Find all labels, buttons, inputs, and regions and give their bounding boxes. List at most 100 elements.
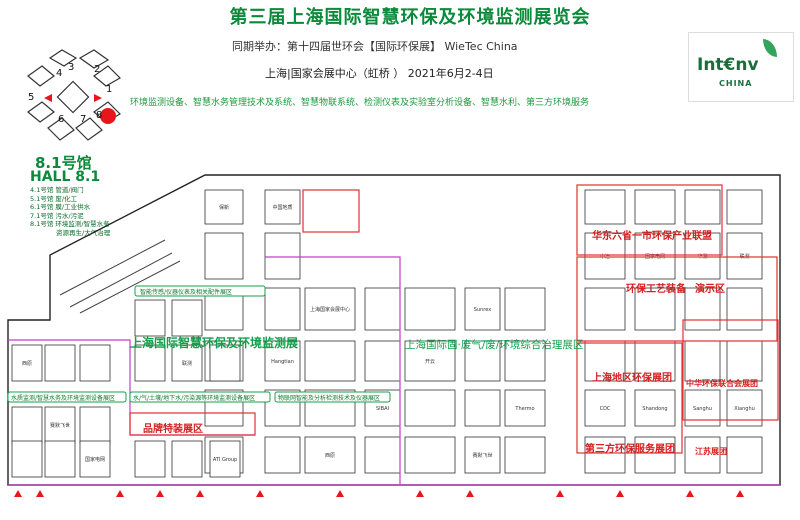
- legend-item: 4.1号馆 管道/阀门: [30, 186, 84, 194]
- jiangsu-label: 江苏展团: [695, 447, 727, 456]
- east-china-box: [576, 184, 723, 256]
- booth: [304, 436, 356, 474]
- booth-grid: 保新Polarized中国地质Hangtian上海国家会展中心西原SIBAI开云…: [11, 189, 763, 478]
- booth: [209, 344, 241, 382]
- main-zone-boundary: [265, 256, 401, 485]
- entrance-arrow-icon: [686, 490, 694, 497]
- hall-num-2: 2: [94, 64, 100, 75]
- hall-num-5: 5: [28, 92, 34, 103]
- leaf-icon: [763, 39, 777, 57]
- hall-num-6: 6: [58, 114, 64, 125]
- air-soil-bar: [129, 391, 271, 403]
- booth: [726, 287, 763, 331]
- current-hall-marker: [100, 108, 116, 124]
- red-zone-boxes: [129, 184, 779, 454]
- main-zone-label: 上海国际智慧环保及环境监测展: [130, 336, 299, 350]
- logo-text: Int€nv: [697, 55, 759, 75]
- iot-bar: [274, 391, 391, 403]
- booth: [584, 189, 626, 225]
- entrance-arrow-icon: [36, 490, 44, 497]
- hall-center-block: [56, 80, 90, 114]
- booth: [11, 344, 43, 382]
- hall-7-block: [75, 117, 103, 141]
- booth: [584, 436, 626, 474]
- booth: [684, 340, 721, 382]
- booth: [204, 189, 244, 225]
- booth: [404, 287, 456, 331]
- booth: [264, 189, 301, 225]
- booth: [404, 436, 456, 474]
- shanghai-group-label: 上海地区环保展团: [592, 373, 672, 384]
- booth: [504, 436, 546, 474]
- hall-num-3: 3: [68, 62, 74, 73]
- entrance-arrow-icon: [116, 490, 124, 497]
- zhongyuan-label: 中华环保联合会展团: [686, 379, 758, 388]
- booth-label: 中国地质: [272, 204, 292, 211]
- smart-sense-label: 智能传感/仪器仪表及相关配件展区: [140, 289, 233, 296]
- booth: [304, 287, 356, 331]
- entrance-arrow-icon: [416, 490, 424, 497]
- entrance-arrow-icon: [466, 490, 474, 497]
- booth-label: 联测: [182, 360, 192, 367]
- hall-6-block: [47, 117, 75, 141]
- entrance-corridor: [59, 239, 181, 314]
- booth: [404, 340, 456, 382]
- hall-num-4: 4: [56, 68, 62, 79]
- booth: [464, 340, 501, 382]
- entrance-arrow-icon: [256, 490, 264, 497]
- process-label: 环保工艺装备: [626, 284, 686, 295]
- booth: [264, 232, 301, 280]
- booth: [464, 436, 501, 474]
- booth: [79, 440, 111, 478]
- booth: [171, 299, 203, 337]
- booth: [504, 287, 546, 331]
- booth: [11, 406, 43, 444]
- booth-label: Xianghu: [734, 406, 755, 412]
- process-box: [576, 256, 778, 342]
- booth: [364, 436, 401, 474]
- hall-key-map: 4 3 2 5 1 6 7 8: [27, 49, 121, 141]
- iot-label: 物联网智能及分析检测技术及仪器展区: [278, 395, 381, 402]
- booth: [44, 440, 76, 478]
- booth-label: Thermo: [514, 406, 534, 412]
- hall-1-block: [93, 65, 121, 87]
- hall-num-8: 8: [96, 110, 102, 121]
- booth: [364, 340, 401, 382]
- booth: [171, 344, 203, 382]
- booth-label: Hangtian: [271, 359, 294, 365]
- legend-item: 7.1号馆 污水/污泥: [30, 211, 84, 220]
- booth: [584, 389, 626, 427]
- logo-sub: CHINA: [719, 79, 753, 88]
- hall-legend: 4.1号馆 管道/阀门 5.1号馆 废/化工 6.1号馆 膜/工业供水 7.1号…: [30, 186, 148, 237]
- booth: [404, 389, 456, 427]
- air-soil-label: 水/气/土壤/地下水/污染源等环境监测设备展区: [133, 395, 256, 402]
- booth: [634, 436, 676, 474]
- booth: [264, 287, 301, 331]
- booth-label: 西原: [22, 361, 32, 367]
- green-zone-bars: [7, 285, 391, 403]
- floor-plan: 保新Polarized中国地质Hangtian上海国家会展中心西原SIBAI开云…: [7, 174, 781, 497]
- booth: [264, 436, 301, 474]
- booth: [584, 232, 626, 280]
- booth: [634, 389, 676, 427]
- hall-name-en: HALL 8.1: [30, 169, 101, 185]
- small-red-box: [302, 189, 360, 233]
- booth-label: ATI Group: [213, 457, 237, 463]
- booth-label: 赛默飞世: [472, 452, 492, 459]
- booth: [684, 287, 721, 331]
- booth-label: Sunrex: [474, 307, 491, 313]
- entrance-arrows: [14, 490, 744, 497]
- water-test-bar: [7, 391, 127, 403]
- booth-label: 国家电网: [85, 456, 105, 463]
- booth: [264, 340, 301, 382]
- booth-label: 上海国家会展中心: [310, 306, 350, 313]
- brand-zone-label: 品牌特装展区: [143, 424, 203, 435]
- booth: [11, 440, 43, 478]
- hall-3-block: [48, 49, 78, 67]
- booth-label: 赛默飞世: [50, 422, 70, 429]
- booth: [204, 232, 244, 280]
- booth: [209, 440, 241, 478]
- brand-box: [129, 412, 256, 436]
- booth: [364, 287, 401, 331]
- exhibition-title: 第三届上海国际智慧环保及环境监测展览会: [229, 7, 591, 28]
